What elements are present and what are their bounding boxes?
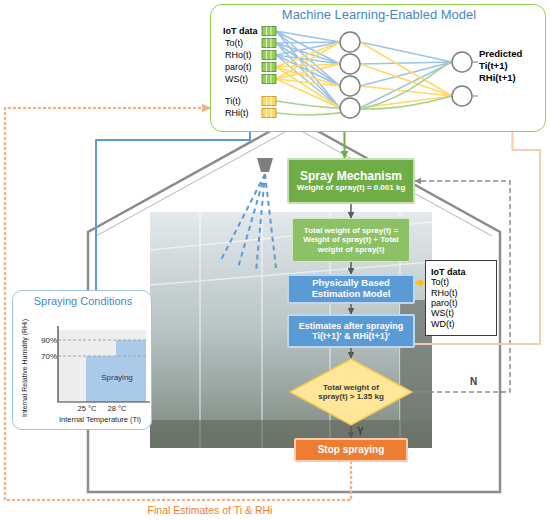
neural-network [452,52,472,72]
neural-network [262,63,276,72]
neural-network [360,42,452,108]
neural-network [360,42,452,108]
spraying-conditions-chart [58,326,150,402]
node-title: Physically Based Estimation Model [293,278,409,300]
node-text: WD(t) [431,319,491,329]
flow-connector [413,181,510,392]
neural-network [267,27,272,118]
edge-label: Final Estimates of Ti & RHi [100,504,320,516]
node-text: RHo(t) [431,288,491,298]
node-label: RHo(t) [225,50,252,60]
neural-network [262,109,276,118]
node-title: Stop spraying [318,444,385,456]
node-label: Ti(t+1) [479,61,508,72]
node-title: Total weight of spray(t) > 1.35 kg [313,383,389,401]
flow-connector [350,204,352,218]
neural-network [262,51,276,60]
spraying-conditions-chart [58,330,146,402]
neural-network [452,86,472,106]
node-label: paro(t) [225,62,252,72]
node-label: Predicted [479,49,522,60]
neural-network [340,98,360,118]
neural-network [340,32,360,52]
flow-connector [96,132,250,290]
model-panel-background [210,4,546,132]
diamond-shape [290,359,412,425]
node-label: 70% [33,352,57,361]
node-label: Internal Temperature (Ti) [47,416,153,425]
greenhouse-photo [150,212,432,448]
neural-network [276,62,452,115]
greenhouse-photo [150,212,432,448]
node-label: IoT data [223,26,258,36]
flow-connector [415,282,425,284]
neural-network [472,62,478,96]
flow-connector [343,132,345,158]
neural-network [340,76,360,96]
flow-connector [415,132,540,344]
neural-network [276,42,340,108]
decision-diamond: Total weight of spray(t) > 1.35 kg [289,358,413,426]
model-box: Physically Based Estimation Model [287,274,415,304]
neural-network [262,27,276,36]
spray-nozzle [257,158,273,172]
conditions-panel: Spraying ConditionsInternal Relative Hum… [12,290,152,430]
node-label: Spraying [93,373,141,382]
node-label: Internal Relative Humidity (RHi) [21,303,29,433]
diamond-text-area: Total weight of spray(t) > 1.35 kg [289,358,413,426]
node-label: 90% [33,336,57,345]
conditions-panel-background [12,290,152,430]
neural-network [340,54,360,74]
node-label: 25 °C [69,405,105,414]
spraying-conditions-chart [86,340,146,402]
flow-connector [350,304,352,314]
panel-title: Machine Learning-Enabled Model [211,8,547,23]
flow-connector [350,262,352,274]
node-label: 28 °C [99,405,135,414]
neural-network [262,75,276,84]
neural-network [262,27,478,119]
neural-network [262,97,276,106]
terminal-box: Stop spraying [294,438,408,462]
node-title: Spray Mechanism [300,170,402,184]
node-title: Total weight of spray(t) = Weight of spr… [297,226,405,254]
conditions-panel-background [12,290,152,430]
process-box: Total weight of spray(t) = Weight of spr… [292,218,410,262]
spray-nozzle [220,158,276,272]
edge-label: N [470,376,477,388]
process-box: Spray MechanismWeight of spray(t) = 0.00… [287,158,415,204]
node-text: paro(t) [431,298,491,308]
node-text: To(t) [431,277,491,287]
data-box: IoT dataTo(t)RHo(t)paro(t)WS(t)WD(t) [425,260,497,336]
model-panel: Machine Learning-Enabled ModelIoT dataTo… [210,4,546,132]
greenhouse-photo [150,212,432,448]
spraying-conditions-chart [58,340,146,356]
node-text: Weight of spray(t) = 0.001 kg [297,183,406,192]
spray-nozzle [220,174,276,272]
node-label: Ti(t) [225,96,241,106]
node-label: To(t) [225,38,243,48]
node-text: WS(t) [431,308,491,318]
panel-title: Spraying Conditions [13,295,153,308]
estimate-box: Estimates after spraying Ti(t+1)' & RHi(… [287,314,415,348]
node-label: RHi(t+1) [479,73,516,84]
node-label: RHi(t) [225,108,249,118]
node-label: WS(t) [225,74,248,84]
model-panel-background [210,4,546,132]
neural-network [276,31,340,108]
edge-label: Y [357,426,364,438]
node-title: IoT data [431,267,491,277]
node-title: Estimates after spraying Ti(t+1)' & RHi(… [293,321,409,342]
neural-network [262,39,276,48]
flow-connector [350,426,352,438]
flow-connector [350,348,352,358]
spraying-conditions-chart [58,326,150,402]
